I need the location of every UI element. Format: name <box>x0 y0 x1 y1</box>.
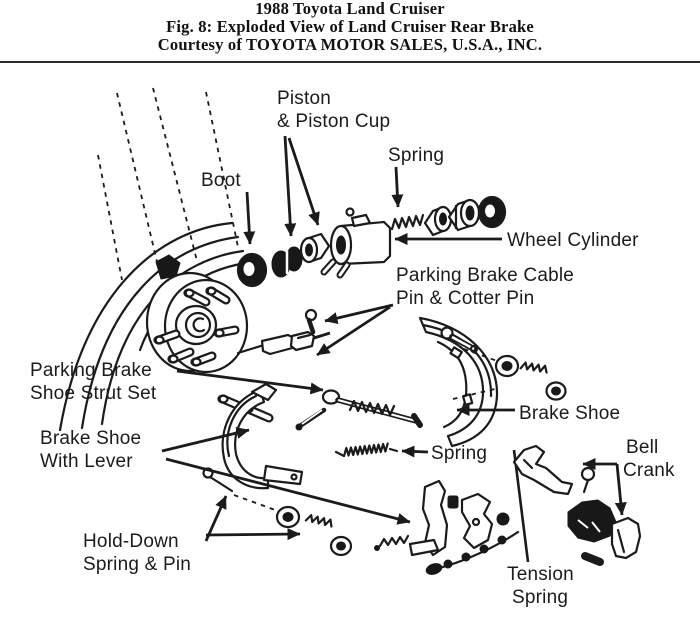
parking-brake-strut-set <box>295 389 423 431</box>
shoe-hold-down-set <box>494 354 567 401</box>
figure-caption: Fig. 8: Exploded View of Land Cruiser Re… <box>166 17 534 36</box>
cylinder-spring <box>390 213 425 231</box>
brake-shoe-right <box>418 316 567 448</box>
label-parking-brake-cable-line1: Parking Brake Cable <box>396 265 574 286</box>
figure-header: 1988 Toyota Land Cruiser Fig. 8: Explode… <box>0 0 700 54</box>
courtesy-line: Courtesy of TOYOTA MOTOR SALES, U.S.A., … <box>157 35 543 54</box>
brake-shoe-with-lever-part <box>221 382 304 490</box>
shoe-top-web <box>250 382 278 402</box>
label-wheel-cylinder: Wheel Cylinder <box>507 230 639 251</box>
drum-anchor-blob <box>155 254 181 280</box>
wheel-cylinder-body <box>320 207 392 279</box>
label-bell-crank-line2: Crank <box>623 460 675 481</box>
piston-cup-right <box>423 205 453 237</box>
part-labels: Piston & Piston Cup Boot Spring Wheel Cy… <box>30 88 675 608</box>
piston-cup-left <box>299 232 331 264</box>
label-hold-down-line2: Spring & Pin <box>83 554 191 575</box>
hub-center-mark <box>192 317 206 333</box>
adjuster-levers <box>374 479 510 557</box>
hub-flange <box>145 271 274 423</box>
label-parking-brake-cable-line2: Pin & Cotter Pin <box>396 288 534 309</box>
bell-crank-parts <box>512 444 642 566</box>
boot-part-left <box>236 252 268 288</box>
parking-brake-cable-and-pin <box>236 308 331 356</box>
mounting-boss <box>350 213 372 228</box>
wheel-cylinder-assembly <box>236 195 507 288</box>
label-tension-spring-line1: Tension <box>507 564 574 585</box>
crank-bracket <box>610 516 642 560</box>
tension-spring-part <box>512 449 530 563</box>
label-brake-shoe: Brake Shoe <box>519 403 620 424</box>
bleeder-screw <box>345 207 355 217</box>
bell-crank-body <box>567 499 617 543</box>
label-strut-set-line1: Parking Brake <box>30 360 152 381</box>
small-coil-spring <box>378 534 410 548</box>
piston-part-left <box>271 246 303 278</box>
label-brake-shoe-with-lever-line2: With Lever <box>40 451 133 472</box>
label-spring-top: Spring <box>388 145 444 166</box>
label-strut-set-line2: Shoe Strut Set <box>30 383 157 404</box>
label-bell-crank-line1: Bell <box>626 437 658 458</box>
hold-down-parts <box>202 467 353 557</box>
adjuster-spring <box>334 442 399 458</box>
piston-part-right <box>447 198 481 232</box>
beaded-cable <box>425 530 520 575</box>
label-spring-mid: Spring <box>431 443 487 464</box>
wheel-studs <box>153 286 240 367</box>
label-piston-line2: & Piston Cup <box>277 111 390 132</box>
header-divider <box>0 61 700 63</box>
label-piston-line1: Piston <box>277 88 331 109</box>
boot-part-right <box>477 195 507 229</box>
leader-arrows <box>161 135 627 542</box>
page-title: 1988 Toyota Land Cruiser <box>255 0 445 18</box>
label-boot: Boot <box>201 170 241 191</box>
label-hold-down-line1: Hold-Down <box>83 531 179 552</box>
label-brake-shoe-with-lever-line1: Brake Shoe <box>40 428 141 449</box>
label-tension-spring-line2: Spring <box>512 587 568 608</box>
axle-housing-dashed-lines <box>97 87 239 281</box>
